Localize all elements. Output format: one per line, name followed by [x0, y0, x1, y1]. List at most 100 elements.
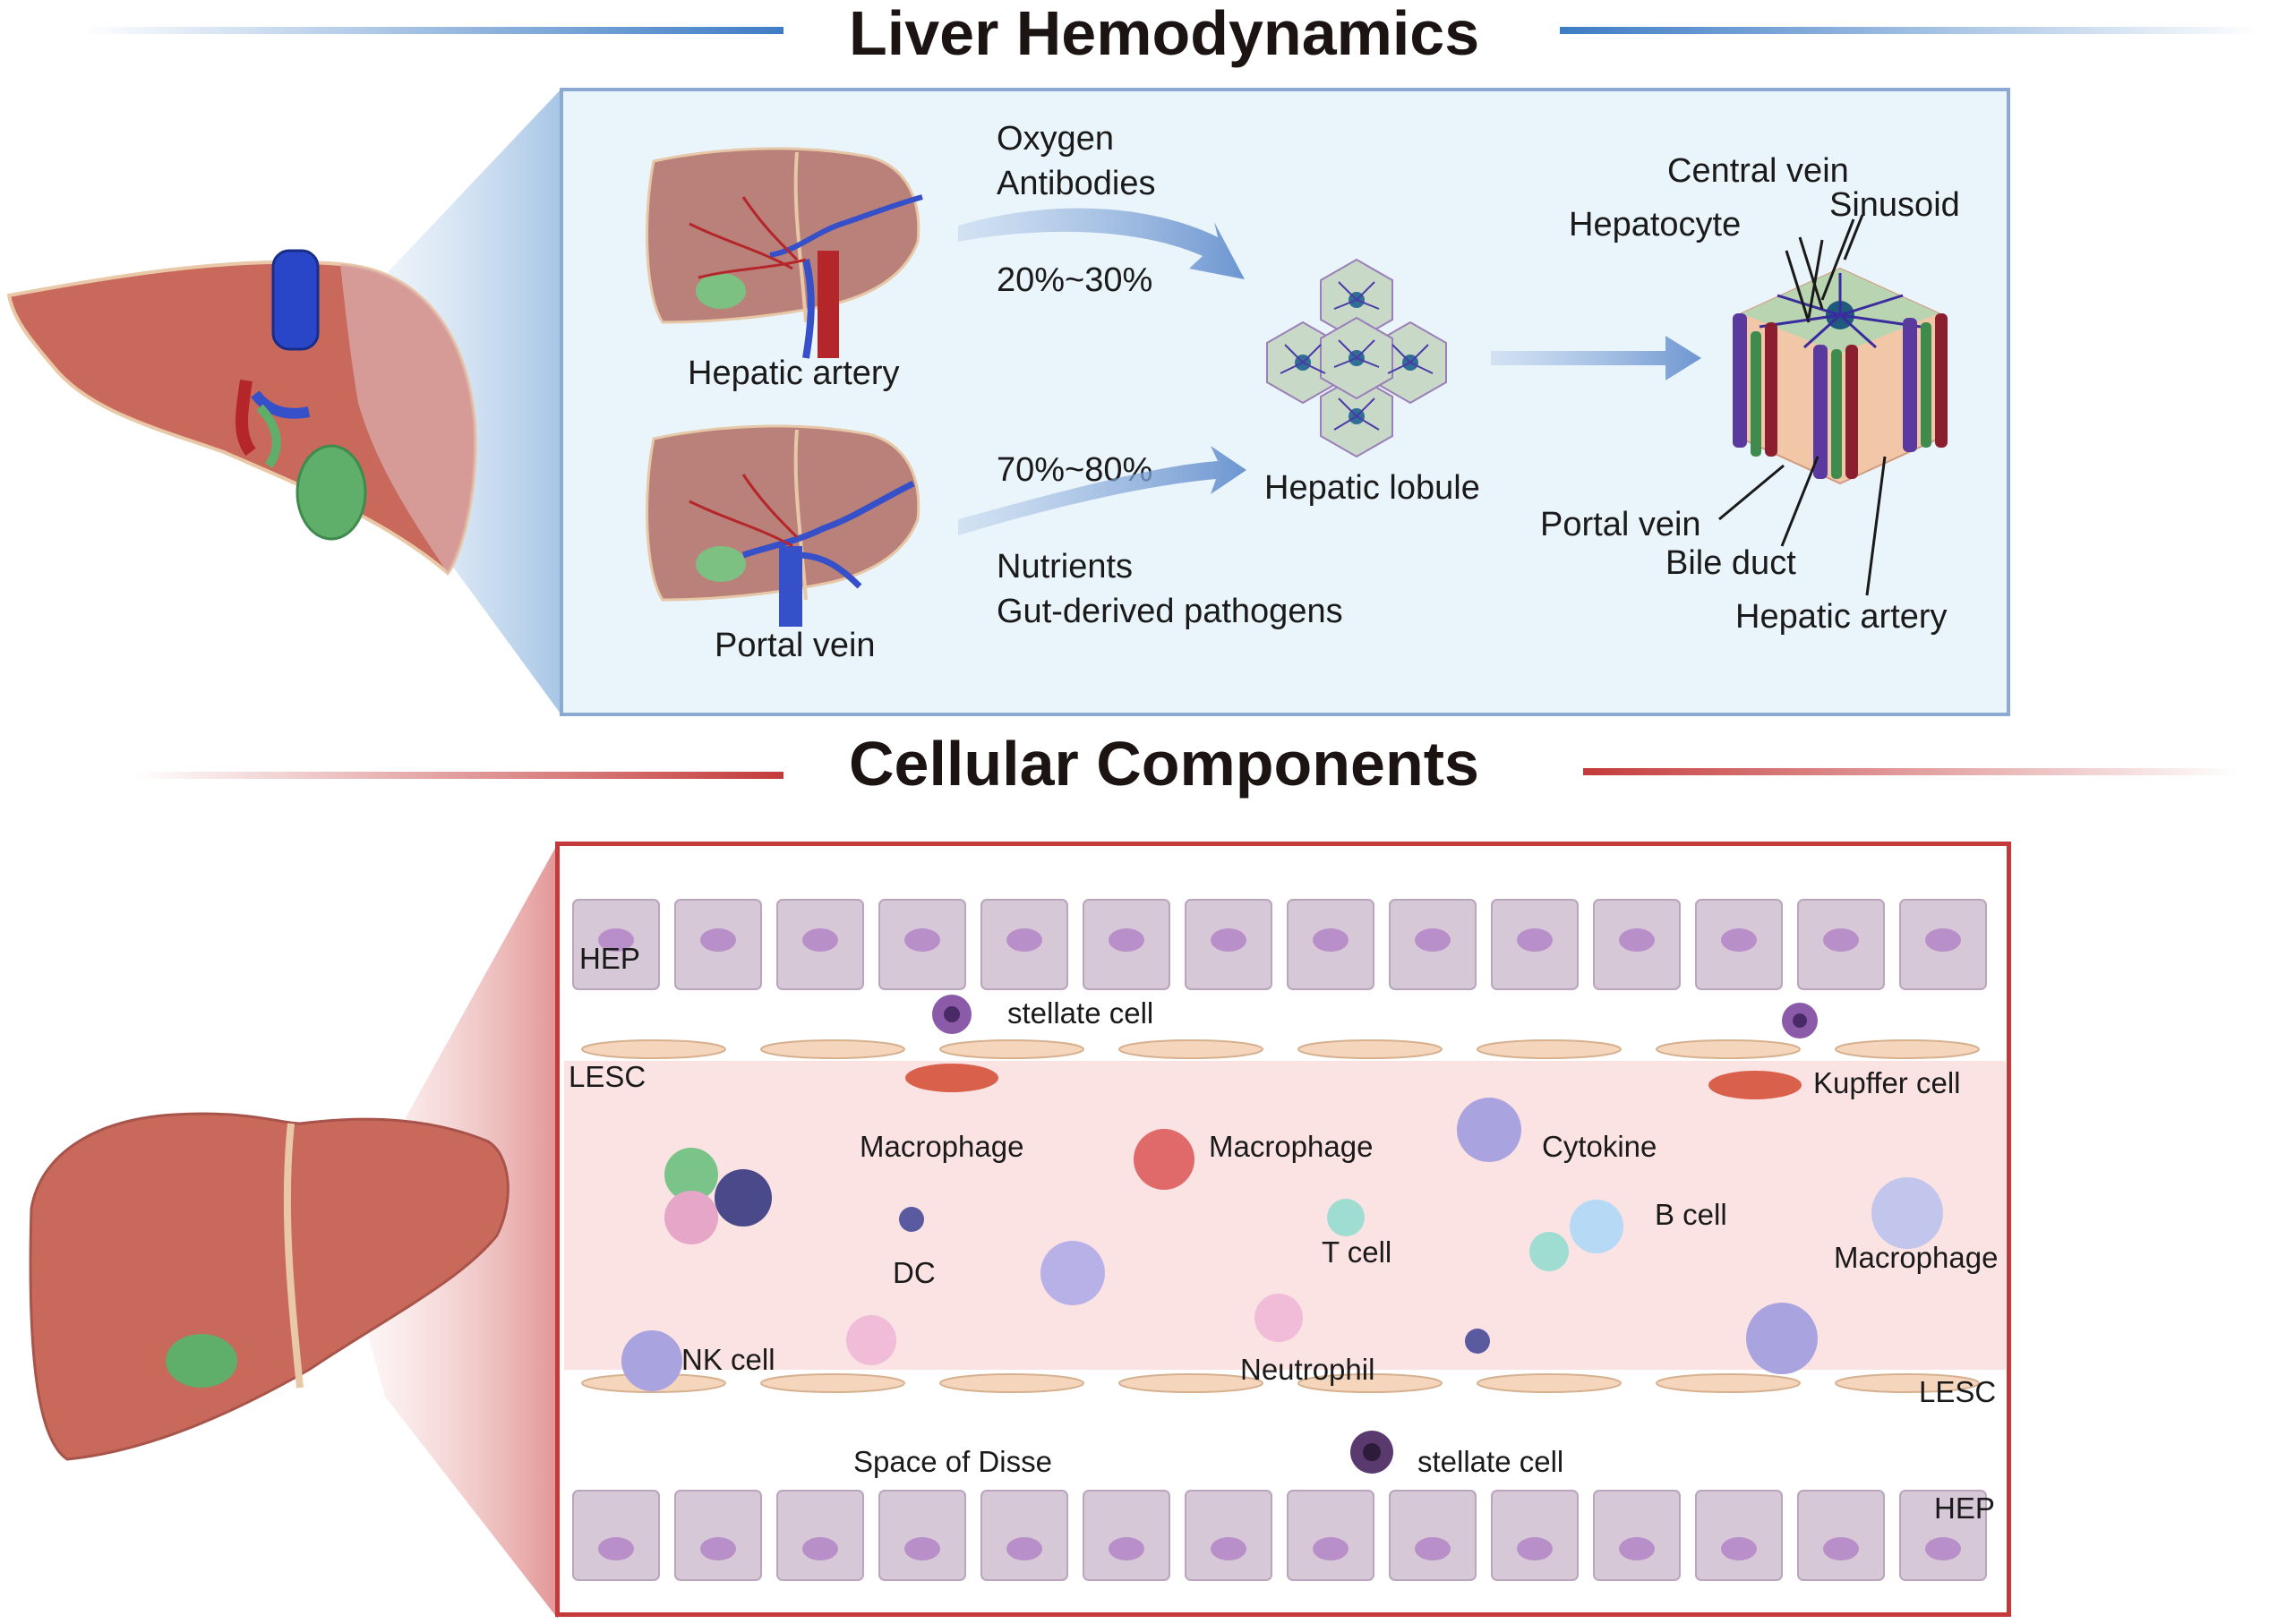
stellate-cell-top-2 [1782, 1003, 1818, 1039]
lobule-3d-structure [1733, 267, 1948, 485]
hepatocyte-cell [980, 1490, 1068, 1581]
dendritic-cell-2 [1465, 1329, 1490, 1354]
endothelial-cell [760, 1039, 905, 1059]
portal-vein-structure-label: Portal vein [1540, 506, 1701, 543]
macrophage-red [1134, 1129, 1194, 1190]
lobule-to-structure-arrow [1491, 336, 1701, 380]
hepatocyte-nucleus [1721, 1537, 1757, 1560]
endothelium-row-top [581, 1039, 1980, 1059]
hepatocyte-nucleus [700, 928, 736, 952]
kupffer-cell-1 [905, 1064, 998, 1092]
hepatocyte-nucleus [1415, 928, 1451, 952]
endothelial-cell [1297, 1039, 1443, 1059]
dc-label: DC [893, 1256, 936, 1289]
portal-flow-arrow [958, 446, 1246, 535]
portal-vein-label: Portal vein [715, 627, 876, 664]
t-cell-label: T cell [1322, 1235, 1392, 1269]
hepatocyte-cell [1185, 1490, 1272, 1581]
stellate-top-label: stellate cell [1007, 996, 1154, 1030]
hepatocyte-nucleus [1517, 928, 1553, 952]
hepatocyte-nucleus [1109, 1537, 1144, 1560]
endothelial-cell [1656, 1039, 1801, 1059]
arterial-flow-arrow [958, 208, 1245, 279]
bottom-title-line-right [1583, 768, 2239, 775]
portal-vein-liver-icon [646, 424, 920, 627]
section-title-cellular: Cellular Components [849, 729, 1479, 799]
hepatocyte-nucleus [598, 928, 634, 952]
hepatocyte-nucleus [1313, 1537, 1349, 1560]
neutrophil-label: Neutrophil [1240, 1353, 1375, 1386]
t-cell [1327, 1199, 1365, 1236]
flow-arrows [958, 208, 1701, 535]
hepatocyte-cell [1593, 1490, 1681, 1581]
nk-cell [621, 1330, 682, 1391]
macrophage-cell-3 [1871, 1177, 1943, 1249]
lesc-top-label: LESC [569, 1060, 646, 1093]
hepatocyte-nucleus [1313, 928, 1349, 952]
neutrophil-cell-2 [846, 1315, 896, 1365]
b-cell-1 [1529, 1232, 1569, 1271]
bile-duct-label: Bile duct [1665, 544, 1796, 582]
endothelial-cell [939, 1039, 1084, 1059]
hepatocyte-nucleus [1925, 1537, 1961, 1560]
arterial-supply-oxygen: Oxygen [997, 120, 1114, 158]
hepatocyte-cell [776, 1490, 864, 1581]
b-cell-2 [1570, 1200, 1623, 1253]
hepatocyte-nucleus [700, 1537, 736, 1560]
endothelial-cell [1118, 1373, 1263, 1393]
hepatocyte-cell [674, 1490, 762, 1581]
macrophage-label-3: Macrophage [1834, 1241, 1999, 1274]
kupffer-label: Kupffer cell [1813, 1066, 1961, 1099]
stellate-cell-top [932, 995, 972, 1034]
endothelial-cell [1477, 1373, 1622, 1393]
portal-supply-pathogens: Gut-derived pathogens [997, 593, 1343, 630]
arterial-supply-antibodies: Antibodies [997, 165, 1156, 202]
hepatic-artery-structure-label: Hepatic artery [1735, 598, 1948, 636]
sinusoid-label: Sinusoid [1829, 186, 1960, 224]
hepatocyte-nucleus [1823, 928, 1859, 952]
arterial-percent: 20%~30% [997, 261, 1153, 299]
hepatocyte-cell [1899, 1490, 1987, 1581]
top-title-line-right [1560, 27, 2263, 34]
hepatocyte-cell [1491, 1490, 1579, 1581]
hepatocyte-cell [572, 1490, 660, 1581]
hepatocyte-nucleus [802, 1537, 838, 1560]
space-of-disse-label: Space of Disse [853, 1445, 1052, 1478]
hepatocyte-nucleus [1517, 1537, 1553, 1560]
b-cell-label: B cell [1655, 1198, 1727, 1231]
hepatocyte-nucleus [1211, 1537, 1246, 1560]
hepatocyte-nucleus [802, 928, 838, 952]
hepatocyte-nucleus [1925, 928, 1961, 952]
hepatocyte-nucleus [1006, 928, 1042, 952]
endothelial-cell [1477, 1039, 1622, 1059]
bottom-title-line-left [134, 772, 783, 779]
lymphocyte-cell [1040, 1241, 1105, 1305]
kupffer-cell-2 [1708, 1071, 1802, 1099]
hepatocyte-nucleus [1619, 1537, 1655, 1560]
central-vein-label: Central vein [1667, 152, 1849, 190]
hepatocyte-nucleus [598, 1537, 634, 1560]
hepatic-lobule-label: Hepatic lobule [1264, 469, 1480, 507]
hepatic-lobule-illustration [1266, 258, 1447, 458]
hepatocyte-nucleus [1721, 928, 1757, 952]
hepatocyte-nucleus [904, 1537, 940, 1560]
monocyte-cell [1746, 1303, 1818, 1374]
portal-supply-nutrients: Nutrients [997, 548, 1134, 585]
hepatocyte-cell [1695, 1490, 1783, 1581]
hepatocyte-label: Hepatocyte [1569, 206, 1742, 244]
hepatocyte-cell [1797, 1490, 1885, 1581]
hepatocyte-row-bottom [572, 1490, 1987, 1581]
hepatocyte-nucleus [1619, 928, 1655, 952]
neutrophil-cell-1 [664, 1191, 718, 1244]
lobule-leader-lines [1718, 214, 1887, 596]
hepatocyte-nucleus [1415, 1537, 1451, 1560]
sinusoid-diagram [564, 899, 2006, 1581]
hepatocyte-cell [1083, 1490, 1170, 1581]
endothelial-cell [1297, 1373, 1443, 1393]
hepatocyte-nucleus [904, 928, 940, 952]
endothelial-cell [1656, 1373, 1801, 1393]
neutrophil-cell-3 [1254, 1294, 1303, 1342]
hep-bottom-label: HEP [1934, 1492, 1995, 1525]
macrophage-label-1: Macrophage [860, 1130, 1024, 1163]
macrophage-cell-1 [664, 1148, 718, 1201]
